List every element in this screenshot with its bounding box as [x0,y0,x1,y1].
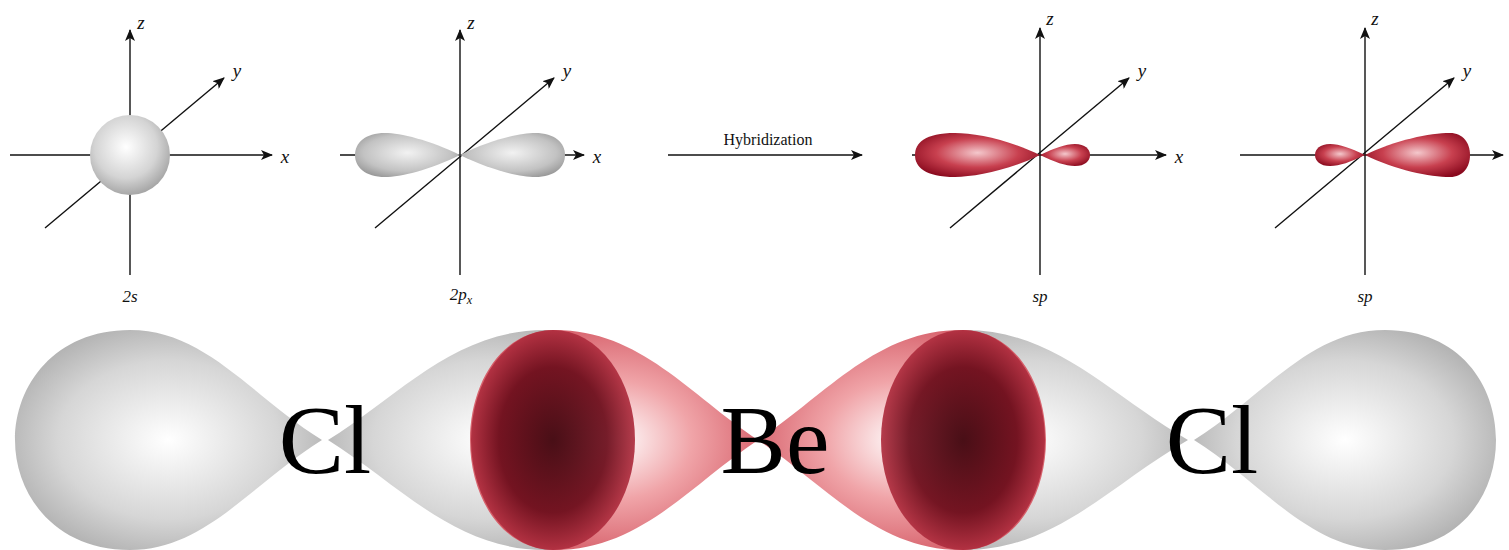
s-orbital [90,115,170,195]
axes-2p [340,30,584,275]
sp-lobe-small [1040,144,1090,166]
lobe-cap [881,330,1045,550]
p-lobe [355,133,460,177]
axis-label: y [1138,61,1146,80]
p-lobe [460,133,565,177]
axis-label: x [1175,147,1183,166]
axis-label: x [593,147,601,166]
axis-label: z [1046,9,1053,28]
axis-label: y [563,61,571,80]
axes-2s [10,30,272,275]
axis-label: z [137,13,144,32]
axis-label: y [1463,61,1471,80]
be-sp-lobe [470,330,758,550]
orbital-label: sp [1032,288,1047,305]
orbital-label: 2px [450,286,472,306]
axes-sp [1240,28,1503,275]
cl-bonding-lobe [328,330,650,550]
arrow-label: Hybridization [724,132,813,148]
atom-symbol: Be [721,391,830,489]
reaction-arrow [668,154,862,156]
axis-label: z [467,13,474,32]
orbital-label: 2s [122,288,137,305]
orbital-label: sp [1357,288,1372,305]
atom-symbol: Cl [279,391,372,489]
y-axis [45,78,224,228]
atom-symbol: Cl [1166,391,1259,489]
lobe-cap [471,330,635,550]
z-axis [459,30,460,275]
cl-bonding-lobe [860,330,1188,550]
axis-label: x [281,147,289,166]
cl-back-lobe [15,330,322,550]
axes-sp [912,28,1166,275]
sp-lobe-large [1365,133,1470,177]
axis-label: z [1371,9,1378,28]
sp-lobe-small [1315,144,1365,166]
axis-label: y [233,61,241,80]
sp-lobe-large [915,133,1040,177]
